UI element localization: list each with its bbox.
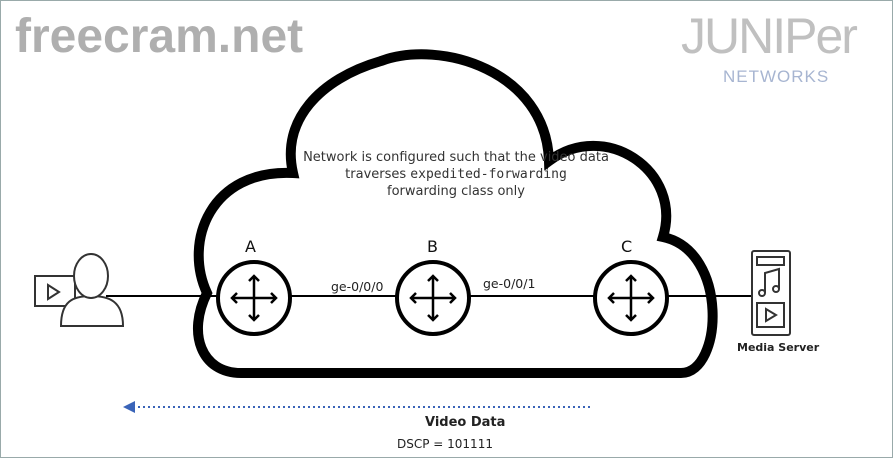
dscp-label: DSCP = 101111 <box>397 437 493 451</box>
juniper-logo-watermark: JUNIPer <box>681 8 858 64</box>
router-a-label: A <box>245 237 256 256</box>
user-icon <box>34 253 125 327</box>
network-cloud <box>193 49 718 378</box>
video-data-label: Video Data <box>425 415 506 430</box>
site-watermark: freecram.net <box>15 10 304 63</box>
note-line-2-prefix: traverses <box>345 167 407 182</box>
arrow-head-icon <box>123 401 135 413</box>
media-server-icon <box>751 250 791 336</box>
interface-ge-0-0-1: ge-0/0/1 <box>483 276 536 291</box>
juniper-networks-watermark: NETWORKS <box>723 67 830 86</box>
interface-ge-0-0-0: ge-0/0/0 <box>331 279 384 294</box>
router-c-label: C <box>621 237 633 256</box>
router-b-label: B <box>427 237 438 256</box>
router-b-icon <box>395 260 471 336</box>
media-server-label: Media Server <box>737 341 820 354</box>
router-a-icon <box>216 260 292 336</box>
cloud-note: Network is configured such that the vide… <box>301 149 611 200</box>
router-c-icon <box>593 260 669 336</box>
note-line-3: forwarding class only <box>387 184 525 199</box>
note-line-1: Network is configured such that the vide… <box>303 150 609 165</box>
forwarding-class-code: expedited-forwarding <box>410 167 567 182</box>
